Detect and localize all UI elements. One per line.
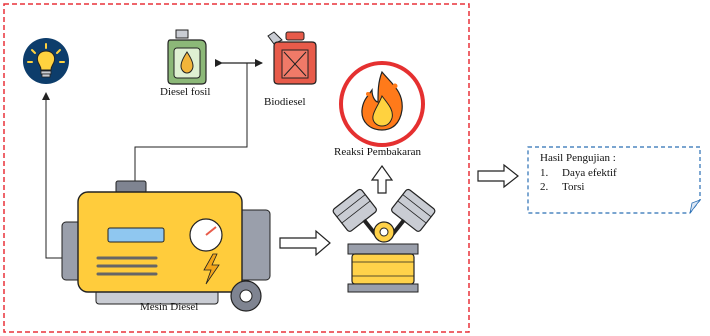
output-arrow: [477, 163, 519, 189]
result-title: Hasil Pengujian :: [540, 152, 616, 164]
combustion-label: Reaksi Pembakaran: [334, 146, 422, 158]
result-item-text: Torsi: [562, 181, 585, 193]
fuel-line: [134, 63, 248, 182]
engine-label: Mesin Diesel: [140, 301, 199, 313]
diesel-generator-icon: [61, 180, 271, 312]
result-item: 1. Daya efektif: [540, 167, 617, 179]
engine-piston-icon: [332, 188, 436, 293]
result-item-number: 1.: [540, 167, 549, 179]
result-item: 2. Torsi: [540, 181, 584, 193]
engine-to-piston-arrow: [279, 229, 331, 257]
biodiesel-label: Biodiesel: [264, 96, 306, 108]
biodiesel-jerrycan-icon: [267, 31, 317, 85]
result-item-text: Daya efektif: [562, 167, 617, 179]
system-frame: [3, 3, 470, 333]
fire-icon: [339, 61, 425, 147]
test-result-box: Hasil Pengujian : 1. Daya efektif 2. Torsi: [528, 147, 700, 213]
light-bulb-icon: [23, 38, 69, 84]
diesel-fossil-label: Diesel fosil: [160, 86, 211, 98]
result-box-corner: [689, 199, 702, 214]
fossil-diesel-fuel-icon: [167, 29, 207, 85]
result-item-number: 2.: [540, 181, 549, 193]
combustion-arrow: [370, 164, 394, 194]
